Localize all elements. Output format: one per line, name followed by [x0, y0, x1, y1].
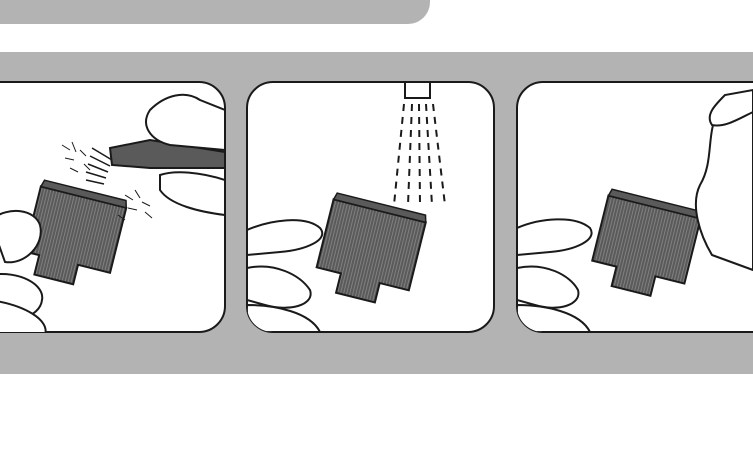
panel-brush-step [0, 82, 225, 335]
faucet-icon [405, 82, 430, 98]
panel-rinse-step [247, 82, 494, 332]
panel-dry-step [517, 82, 753, 332]
